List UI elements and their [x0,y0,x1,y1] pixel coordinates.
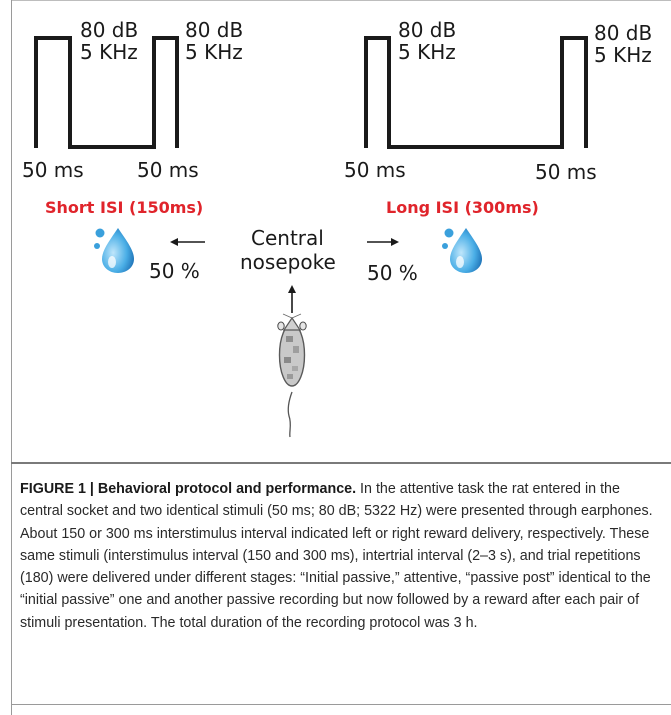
central-nosepoke-label-line2: nosepoke [240,250,336,274]
long-stim2-db-label: 80 dB [594,21,653,45]
water-drop-icon [442,228,482,273]
short-isi-title: Short ISI (150ms) [45,198,204,217]
short-stim1-db-label: 80 dB [80,18,139,42]
frame-top-border [11,0,671,1]
arrow-right-icon [367,238,399,246]
short-percent-label: 50 % [149,259,200,283]
caption-body: In the attentive task the rat entered in… [20,481,653,631]
long-isi-title: Long ISI (300ms) [386,198,539,217]
long-percent-label: 50 % [367,261,418,285]
long-stim1-hz-label: 5 KHz [398,40,456,64]
long-duration2-label: 50 ms [535,160,597,184]
caption-separator [11,462,671,464]
arrow-up-icon [288,285,296,313]
figure-caption: FIGURE 1 | Behavioral protocol and perfo… [20,478,656,634]
long-isi-waveform [364,36,588,149]
short-isi-waveform [34,36,179,149]
water-drop-icon [94,228,134,273]
protocol-diagram [34,36,588,438]
short-stim2-db-label: 80 dB [185,18,244,42]
arrow-left-icon [170,238,205,246]
short-duration2-label: 50 ms [137,158,199,182]
short-duration1-label: 50 ms [22,158,84,182]
short-stim2-hz-label: 5 KHz [185,40,243,64]
long-duration1-label: 50 ms [344,158,406,182]
long-stim2-hz-label: 5 KHz [594,43,652,67]
rat-icon [277,313,307,438]
short-stim1-hz-label: 5 KHz [80,40,138,64]
caption-heading: FIGURE 1 | Behavioral protocol and perfo… [20,481,357,497]
frame-bottom-border [11,704,671,705]
long-stim1-db-label: 80 dB [398,18,457,42]
central-nosepoke-label-line1: Central [251,226,324,250]
frame-left-border [11,0,12,715]
